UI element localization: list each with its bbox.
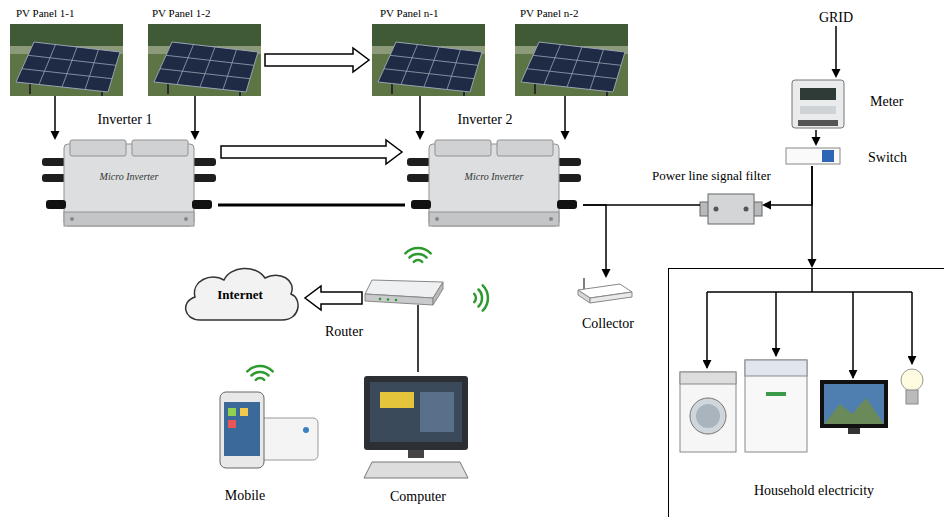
node-label: Micro Inverter [465, 171, 524, 183]
connector-line [564, 96, 566, 132]
connector-line [583, 205, 606, 270]
node-label: Computer [390, 489, 446, 505]
micro-inverter: Inverter 2Micro Inverter [405, 140, 583, 235]
collector-picture [578, 278, 632, 303]
connector [51, 96, 60, 140]
node-label: GRID [819, 10, 853, 26]
hollow-arrow [221, 140, 402, 164]
connector-line [835, 26, 837, 70]
hollow-arrow-shape [305, 286, 362, 310]
connector-line [811, 166, 813, 260]
connector-line [417, 305, 419, 372]
arrow-head [602, 269, 611, 278]
arrow-head [191, 131, 200, 140]
micro-inverter: Inverter 1Micro Inverter [40, 140, 218, 235]
node-label: Internet [217, 288, 263, 303]
connector [832, 26, 841, 78]
mobile-device: Mobile [210, 388, 322, 472]
arrow-head [832, 69, 841, 78]
node-label: Inverter 2 [458, 112, 513, 128]
connector [808, 166, 817, 268]
node-label: Meter [870, 94, 903, 110]
arrow-head [416, 131, 425, 140]
node-label: Mobile [225, 488, 265, 504]
connector-line [218, 204, 405, 207]
pv-panel: PV Panel 1-1 [10, 24, 122, 96]
hollow-arrow-shape [265, 48, 369, 72]
hollow-arrow-shape [221, 140, 402, 164]
connector [561, 96, 570, 140]
appliance-pictures [680, 360, 923, 452]
hollow-arrow [305, 286, 362, 310]
internet-cloud: Internet [178, 262, 302, 326]
computer-picture [364, 376, 468, 478]
node-label: Micro Inverter [100, 171, 159, 183]
arrow-head [51, 131, 60, 140]
pv-panel: PV Panel n-2 [515, 24, 628, 96]
switch-device: Switch [785, 146, 841, 166]
connector [418, 305, 419, 372]
connector-line [770, 166, 812, 205]
connector [583, 205, 611, 278]
pv-panel: PV Panel 1-2 [148, 24, 262, 96]
connector-line [54, 96, 56, 132]
data-collector: Collector [578, 278, 632, 304]
connector [191, 96, 200, 140]
household-wiring [707, 268, 912, 378]
arrow-head [561, 131, 570, 140]
connector [416, 96, 425, 140]
node-label: Power line signal filter [652, 169, 771, 184]
router-picture [365, 280, 443, 305]
filter-picture [700, 194, 762, 224]
hollow-arrow [265, 48, 369, 72]
connector [812, 130, 821, 146]
connector-line [419, 96, 421, 132]
node-label: Router [325, 324, 363, 340]
computer: Computer [360, 372, 472, 480]
node-label: Switch [868, 150, 907, 166]
inverter-cable [218, 205, 405, 206]
connector-line [815, 130, 817, 138]
energy-meter: Meter [790, 78, 846, 130]
mobile-picture [220, 392, 318, 468]
pv-panel-picture [10, 24, 628, 96]
signal-filter: Power line signal filter [700, 192, 762, 226]
meter-picture [792, 80, 844, 128]
node-label: Inverter 1 [98, 112, 153, 128]
node-label: Household electricity [754, 483, 874, 499]
arrow-head [762, 201, 771, 210]
switch-picture [786, 148, 840, 164]
router: Router [365, 270, 443, 305]
node-label: PV Panel 1-1 [16, 7, 74, 20]
node-label: PV Panel 1-2 [152, 7, 210, 20]
pv-panel: PV Panel n-1 [372, 24, 487, 96]
inverter-picture [42, 140, 581, 226]
household-box: Household electricity [668, 268, 944, 517]
node-label: PV Panel n-1 [380, 7, 438, 20]
node-label: Collector [582, 316, 634, 332]
arrow-head [812, 137, 821, 146]
connector-line [194, 96, 196, 132]
grid-source: GRID [808, 6, 864, 26]
arrow-head [808, 259, 817, 268]
node-label: PV Panel n-2 [520, 7, 578, 20]
